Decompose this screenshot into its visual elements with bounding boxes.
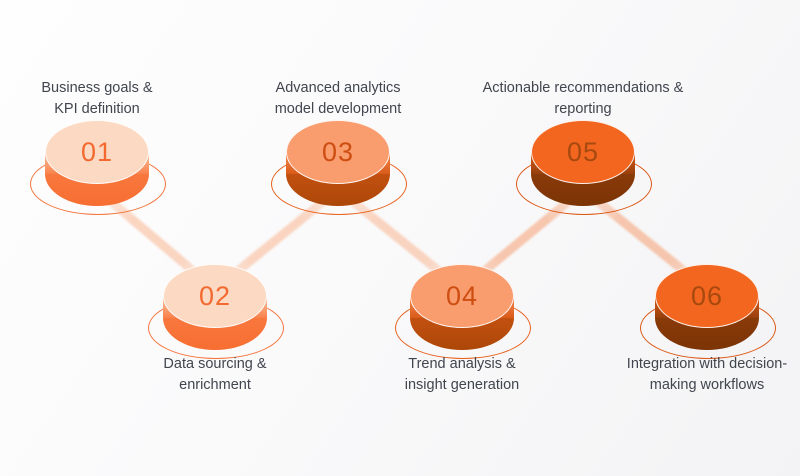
- step-02-label: Data sourcing & enrichment: [85, 354, 345, 396]
- step-04-cylinder-top: 04: [410, 264, 514, 328]
- step-01-label-line2: KPI definition: [54, 101, 140, 117]
- step-02-label-line2: enrichment: [179, 377, 251, 393]
- step-06-disc: 06: [640, 264, 776, 359]
- step-01-number: 01: [80, 136, 114, 167]
- step-05-label: Actionable recommendations & reporting: [453, 78, 713, 120]
- step-04-number: 04: [445, 280, 479, 311]
- step-02-cylinder-top: 02: [163, 264, 267, 328]
- step-04-label-line2: insight generation: [404, 377, 520, 393]
- step-02-disc: 02: [148, 264, 284, 359]
- step-01-label: Business goals & KPI definition: [0, 78, 227, 120]
- step-01-label-line1: Business goals &: [41, 80, 153, 96]
- step-03-label-line2: model development: [274, 101, 402, 117]
- step-03-cylinder-top: 03: [286, 120, 390, 184]
- step-03-label-line1: Advanced analytics: [275, 80, 401, 96]
- step-05-label-line1: Actionable recommendations &: [482, 80, 684, 96]
- step-06-label-line2: making workflows: [649, 377, 765, 393]
- step-03-number: 03: [321, 136, 355, 167]
- step-02-number: 02: [198, 280, 232, 311]
- step-06-cylinder-top: 06: [655, 264, 759, 328]
- step-04-label: Trend analysis & insight generation: [332, 354, 592, 396]
- step-01-disc: 01: [30, 120, 166, 215]
- step-02-label-line1: Data sourcing &: [163, 356, 267, 372]
- step-01-cylinder-top: 01: [45, 120, 149, 184]
- step-05-cylinder-top: 05: [531, 120, 635, 184]
- step-03-disc: 03: [271, 120, 407, 215]
- step-03-label: Advanced analytics model development: [208, 78, 468, 120]
- step-04-label-line1: Trend analysis &: [408, 356, 516, 372]
- step-06-number: 06: [690, 280, 724, 311]
- step-06-label: Integration with decision- making workfl…: [577, 354, 800, 396]
- step-06-label-line1: Integration with decision-: [626, 356, 788, 372]
- step-05-label-line2: reporting: [554, 101, 612, 117]
- step-05-disc: 05: [516, 120, 652, 215]
- step-04-disc: 04: [395, 264, 531, 359]
- step-05-number: 05: [566, 136, 600, 167]
